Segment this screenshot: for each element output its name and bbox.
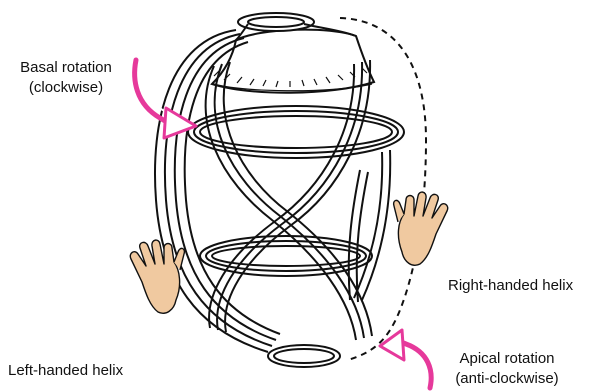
basal-rotation-label: Basal rotation (clockwise): [6, 58, 126, 98]
apical-rotation-direction: (anti-clockwise): [432, 369, 582, 389]
basal-rotation-title: Basal rotation: [6, 58, 126, 78]
curved-arrow-anticlockwise-icon: [380, 330, 431, 388]
right-hand-icon: [394, 192, 448, 265]
apical-rotation-label: Apical rotation (anti-clockwise): [432, 349, 582, 389]
crossing-helix-ribbons: [209, 60, 390, 332]
heart-base: [212, 13, 374, 93]
apex-loop: [268, 345, 340, 367]
right-handed-helix-label: Right-handed helix: [448, 276, 573, 296]
left-handed-helix-label: Left-handed helix: [8, 361, 123, 381]
right-handed-helix-bundle: [206, 62, 372, 340]
basal-rotation-direction: (clockwise): [6, 78, 126, 98]
apical-rotation-title: Apical rotation: [432, 349, 582, 369]
basal-loop: [188, 106, 404, 158]
